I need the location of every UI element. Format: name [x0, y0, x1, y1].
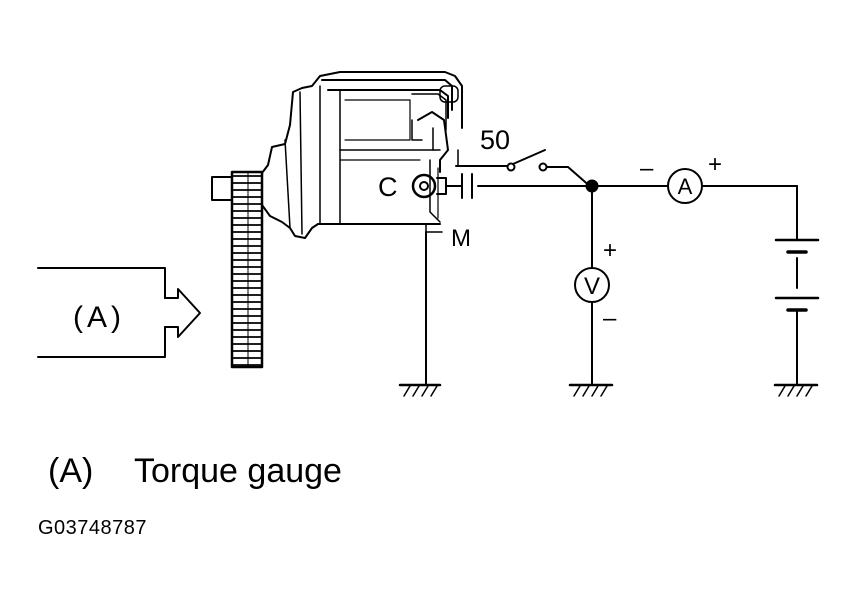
ground-icon — [773, 383, 819, 397]
ammeter — [667, 168, 703, 204]
voltmeter-plus-sign: + — [603, 237, 617, 264]
pinion-gear — [211, 170, 264, 369]
ground-icon — [568, 383, 614, 397]
ammeter-symbol: A — [678, 174, 693, 199]
terminal-50-label: 50 — [480, 125, 510, 155]
voltmeter-minus-sign: – — [603, 305, 617, 332]
switch-contact — [506, 162, 516, 172]
main-circuit — [461, 173, 798, 241]
legend-key: (A) — [48, 452, 94, 490]
terminal-c — [411, 173, 463, 199]
voltmeter-symbol: V — [584, 273, 600, 300]
torque-gauge-label: (A) — [73, 301, 125, 334]
ammeter-plus-sign: + — [708, 151, 722, 178]
arrow-right-icon — [164, 288, 201, 338]
terminal-c-label: C — [378, 172, 398, 202]
terminal-50-circuit — [455, 149, 593, 189]
figure-id: G03748787 — [38, 517, 148, 539]
terminal-m-label: M — [451, 225, 471, 252]
ground-icon — [398, 383, 442, 397]
starter-motor — [261, 71, 463, 239]
legend: (A) Torque gauge — [48, 452, 342, 491]
switch-lever — [512, 149, 546, 165]
torque-gauge — [37, 267, 201, 358]
battery — [774, 238, 820, 386]
legend-text: Torque gauge — [134, 452, 342, 490]
voltmeter-branch — [574, 185, 610, 386]
ammeter-minus-sign: – — [640, 155, 654, 182]
switch-contact — [538, 162, 548, 172]
